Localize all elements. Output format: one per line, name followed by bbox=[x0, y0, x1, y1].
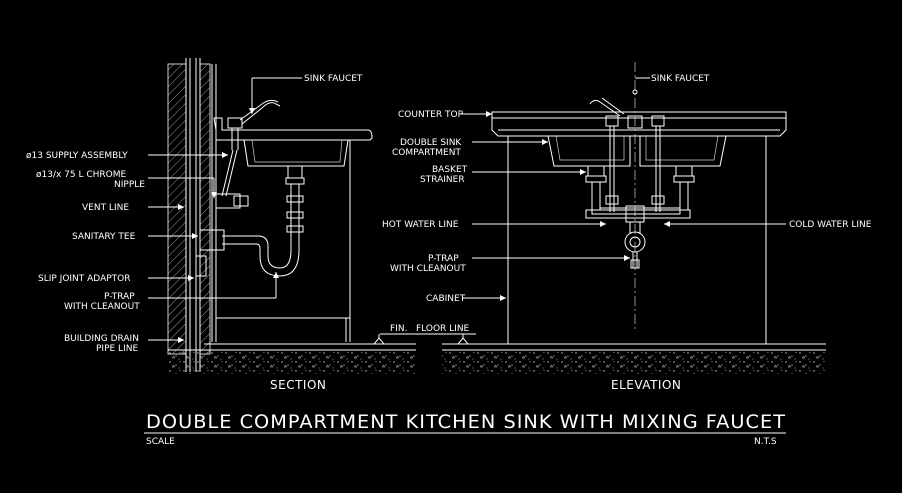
label-counter-top: COUNTER TOP bbox=[398, 110, 464, 120]
faucet-elevation bbox=[589, 89, 665, 129]
drawing-title: DOUBLE COMPARTMENT KITCHEN SINK WITH MIX… bbox=[146, 411, 786, 433]
label-drain-2: PIPE LINE bbox=[96, 344, 138, 354]
label-basket-2: STRAINER bbox=[420, 175, 465, 185]
scale-value: N.T.S bbox=[754, 437, 777, 447]
sink-bowl-right bbox=[639, 135, 727, 167]
section-caption: SECTION bbox=[270, 378, 326, 392]
label-ptrap-1: P-TRAP bbox=[104, 292, 135, 302]
title-block: DOUBLE COMPARTMENT KITCHEN SINK WITH MIX… bbox=[144, 411, 786, 447]
vent-pipe bbox=[185, 58, 201, 372]
elevation-view: FIN. FLOOR LINE ELEVATION SINK FAUCET CO… bbox=[372, 62, 872, 392]
label-supply-assembly: ø13 SUPPLY ASSEMBLY bbox=[26, 151, 128, 161]
p-trap-elevation bbox=[624, 222, 646, 269]
label-cabinet: CABINET bbox=[426, 294, 466, 304]
sanitary-tee bbox=[199, 229, 225, 251]
label-double-sink-1: DOUBLE SINK bbox=[400, 138, 462, 148]
floor-line-marker: FIN. FLOOR LINE bbox=[372, 324, 476, 345]
counter-top-elevation bbox=[491, 111, 787, 137]
label-cold-water: COLD WATER LINE bbox=[789, 220, 872, 230]
wall-hatch-right bbox=[199, 63, 211, 355]
elevation-caption: ELEVATION bbox=[611, 378, 681, 392]
elevation-labels: SINK FAUCET COUNTER TOP DOUBLE SINK COMP… bbox=[382, 74, 872, 304]
p-trap-section bbox=[222, 235, 292, 269]
counter-top-section bbox=[213, 117, 373, 141]
faucet-section bbox=[227, 99, 281, 150]
supply-lines-elevation bbox=[605, 126, 665, 212]
section-labels: SINK FAUCET ø13 SUPPLY ASSEMBLY ø13/x 75… bbox=[26, 74, 363, 354]
label-hot-water: HOT WATER LINE bbox=[382, 220, 459, 230]
label-floor-line: FIN. FLOOR LINE bbox=[390, 324, 470, 334]
label-basket-1: BASKET bbox=[432, 165, 468, 175]
floor-slab-section bbox=[168, 350, 416, 374]
label-slip-joint: SLIP JOINT ADAPTOR bbox=[38, 274, 131, 284]
continuous-waste bbox=[591, 207, 681, 215]
wall-hatch bbox=[167, 63, 187, 355]
label-vent-line: VENT LINE bbox=[82, 203, 129, 213]
sink-bowl-left bbox=[547, 135, 631, 167]
label-double-sink-2: COMPARTMENT bbox=[392, 148, 461, 158]
label-sink-faucet: SINK FAUCET bbox=[304, 74, 363, 84]
scale-label: SCALE bbox=[146, 437, 175, 447]
strainers bbox=[585, 165, 695, 210]
label-sink-faucet-elev: SINK FAUCET bbox=[651, 74, 710, 84]
tailpiece-section bbox=[285, 165, 305, 250]
supply-assembly bbox=[215, 149, 249, 209]
section-view: SECTION SINK FAUCET ø13 SUPPLY ASSEMBLY … bbox=[26, 58, 416, 392]
label-ptrap-2: WITH CLEANOUT bbox=[64, 302, 140, 312]
label-chrome-nipple-1: ø13/x 75 L CHROME bbox=[36, 170, 127, 180]
cabinet-elevation bbox=[507, 135, 767, 345]
label-ptrap-elev-2: WITH CLEANOUT bbox=[390, 264, 466, 274]
floor-slab-elevation bbox=[442, 350, 826, 374]
label-sanitary-tee: SANITARY TEE bbox=[72, 232, 136, 242]
label-drain-1: BUILDING DRAIN bbox=[64, 334, 139, 344]
label-ptrap-elev-1: P-TRAP bbox=[428, 254, 459, 264]
label-chrome-nipple-2: NIPPLE bbox=[114, 180, 145, 190]
